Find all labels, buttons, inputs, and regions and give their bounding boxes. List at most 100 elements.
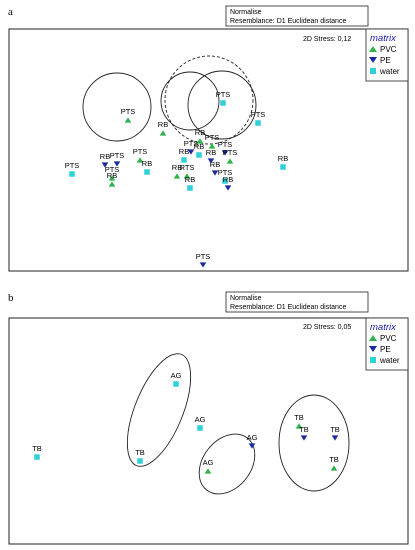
note-resemblance-b: Resemblance: D1 Euclidean distance [230,304,346,311]
legend-item-pvc-b: PVC [369,334,397,343]
pe-triangle-icon [369,346,377,352]
data-point-water [69,171,75,177]
legend-label-pvc-a: PVC [380,45,397,54]
data-label: PTS [121,107,136,116]
data-point-pe [113,161,121,167]
data-label: PTS [205,133,220,142]
note-box-a [225,5,369,27]
data-label: PTS [133,147,148,156]
data-label: PTS [65,161,80,170]
panel-a: Normalise Resemblance: D1 Euclidean dist… [8,5,409,272]
data-point-water [280,164,286,170]
legend-item-pe-a: PE [369,56,391,65]
note-normalise-a: Normalise [230,9,262,16]
legend-label-pvc-b: PVC [380,334,397,343]
legend-item-water-b: water [370,356,400,365]
data-label: AG [171,371,182,380]
data-point-pe [199,262,207,268]
data-point-water [34,454,40,460]
data-point-pvc [124,117,132,123]
data-point-pe [248,443,256,449]
data-label: PTS [218,140,233,149]
data-label: RB [107,171,117,180]
data-point-water [222,178,228,184]
data-label: RTS [180,163,195,172]
data-label: AG [195,415,206,424]
note-resemblance-a: Resemblance: D1 Euclidean distance [230,18,346,25]
data-label: PTS [218,168,233,177]
legend-item-pvc-a: PVC [369,45,397,54]
data-point-water [255,120,261,126]
data-point-pe [187,149,195,155]
data-label: RB [195,128,205,137]
data-point-pvc [208,143,216,149]
note-box-b [225,291,369,313]
data-point-water [187,185,193,191]
data-label: RB [278,154,288,163]
data-label: TB [32,444,42,453]
legend-title-b: matrix [370,322,397,333]
data-label: RB [194,142,204,151]
legend-item-pe-b: PE [369,345,391,354]
data-point-pe [221,150,229,156]
panel-label-b: b [8,292,14,304]
data-label: TB [294,413,304,422]
data-label: RB [206,148,216,157]
data-point-pe [101,162,109,168]
cluster-ellipse-left-b [126,353,192,467]
data-label: TB [330,425,340,434]
cluster-circle-left-a [82,72,152,142]
data-label: RB [185,175,195,184]
data-label: RB [142,159,152,168]
pe-triangle-icon [369,57,377,63]
cluster-ellipse-mid-b [198,433,256,495]
legend-title-a: matrix [370,33,397,44]
data-point-pe [224,185,232,191]
legend-label-pe-b: PE [380,345,391,354]
data-point-pvc [159,130,167,136]
data-point-water [144,169,150,175]
data-point-pe [207,158,215,164]
data-point-pvc [136,157,144,163]
legend-item-water-a: water [370,67,400,76]
data-point-pvc [204,468,212,474]
data-point-pvc [196,138,204,144]
data-label: PTS [110,151,125,160]
data-label: PTS [105,165,120,174]
note-normalise-b: Normalise [230,295,262,302]
data-point-water [181,157,187,163]
cluster-ellipse-right-b [278,394,350,492]
legend-label-pe-a: PE [380,56,391,65]
cluster-circle-mid-a [160,71,220,131]
data-label: PTS [251,110,266,119]
data-point-pe [300,435,308,441]
data-point-pvc [295,423,303,429]
data-label: PTS [184,139,199,148]
cluster-circle-dashed-a [164,55,254,145]
data-label: PTS [223,148,238,157]
data-label: TB [135,448,145,457]
data-point-pvc [173,173,181,179]
data-point-pvc [108,181,116,187]
data-label: AG [247,433,258,442]
data-label: RB [172,163,182,172]
data-label: RB [100,152,110,161]
panel-label-a: a [8,6,13,18]
data-point-water [173,381,179,387]
data-label: PTS [196,252,211,261]
stress-label-a: 2D Stress: 0,12 [303,36,351,43]
plot-frame-b [8,317,409,545]
pvc-triangle-icon [369,46,377,52]
data-label: TB [299,425,309,434]
data-point-water [196,152,202,158]
data-label: RB [158,120,168,129]
data-label: RB [223,175,233,184]
data-point-pe [331,435,339,441]
data-point-pvc [183,173,191,179]
stress-label-b: 2D Stress: 0,05 [303,324,351,331]
data-point-pvc [330,465,338,471]
data-point-water [137,458,143,464]
